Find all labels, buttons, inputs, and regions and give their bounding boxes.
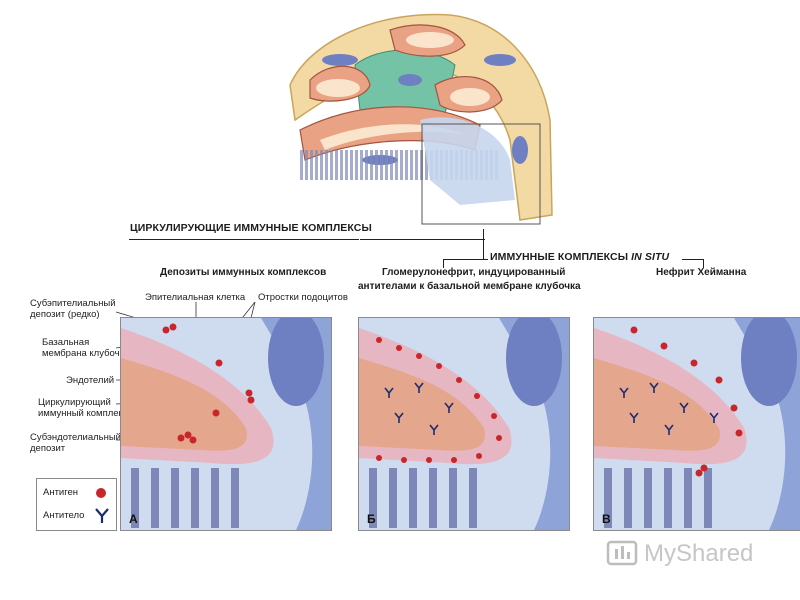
connector-vertical bbox=[483, 229, 484, 259]
panel-b-illustration bbox=[359, 318, 569, 530]
watermark-logo-icon bbox=[606, 540, 638, 566]
label-epithelial-cell: Эпителиальная клетка bbox=[145, 292, 246, 303]
heymann-subheading: Нефрит Хейманна bbox=[656, 267, 747, 278]
insitu-bracket-right bbox=[682, 259, 704, 260]
legend-antibody-label: Антитело bbox=[43, 510, 85, 521]
insitu-heading: ИММУННЫЕ КОМПЛЕКСЫ IN SITU bbox=[490, 251, 670, 263]
panel-a: А bbox=[120, 317, 332, 531]
panel-c-letter: В bbox=[602, 512, 611, 526]
panel-b-letter: Б bbox=[367, 512, 376, 526]
panel-a-illustration bbox=[121, 318, 331, 530]
panel-c-illustration bbox=[594, 318, 800, 530]
legend-antigen-label: Антиген bbox=[43, 487, 79, 498]
panel-a-letter: А bbox=[129, 512, 138, 526]
label-podocyte-processes: Отростки подоцитов bbox=[258, 292, 348, 303]
connector-horizontal bbox=[360, 239, 485, 240]
gn-subheading-line1: Гломерулонефрит, индуцированный bbox=[382, 267, 566, 278]
circulating-complexes-heading: ЦИРКУЛИРУЮЩИЕ ИММУННЫЕ КОМПЛЕКСЫ bbox=[130, 222, 372, 234]
glomerulus-overview-illustration bbox=[289, 13, 553, 225]
label-endothelium: Эндотелий bbox=[66, 375, 115, 386]
insitu-bracket-left bbox=[443, 259, 488, 260]
panel-b: Б bbox=[358, 317, 570, 531]
left-bracket-line bbox=[129, 239, 359, 240]
antigen-icon bbox=[96, 488, 106, 498]
gn-subheading-line2: антителами к базальной мембране клубочка bbox=[358, 281, 581, 292]
insitu-tick-right bbox=[703, 259, 704, 268]
watermark-text: MyShared bbox=[644, 540, 754, 567]
insitu-tick-left bbox=[443, 259, 444, 268]
antibody-icon bbox=[95, 508, 109, 523]
legend: Антиген Антитело bbox=[36, 478, 117, 531]
deposits-subheading: Депозиты иммунных комплексов bbox=[160, 267, 327, 278]
panel-c: В bbox=[593, 317, 800, 531]
